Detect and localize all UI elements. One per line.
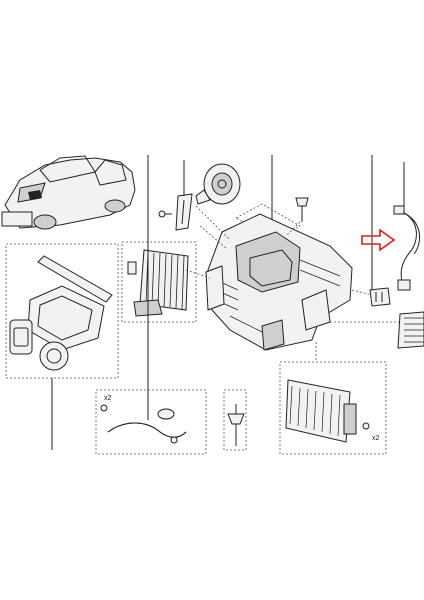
actuator-part bbox=[369, 287, 391, 307]
expansion-valve bbox=[223, 389, 247, 451]
heater-core-partial bbox=[397, 311, 424, 349]
quantity-label-pipe: x2 bbox=[104, 395, 112, 402]
clip-part bbox=[295, 197, 309, 222]
cabin-filter-group bbox=[121, 241, 197, 323]
pipe-group: x2 bbox=[95, 389, 207, 455]
quantity-label-right: x2 bbox=[372, 435, 380, 442]
blower-motor bbox=[195, 163, 241, 205]
guide-lines bbox=[185, 205, 400, 360]
radiator-group: x2 bbox=[279, 361, 387, 455]
wiring-harness bbox=[393, 205, 421, 291]
red-arrow-icon bbox=[361, 228, 396, 252]
seal-kit-group bbox=[5, 243, 119, 379]
car-illustration bbox=[1, 155, 136, 230]
screw-part bbox=[158, 210, 172, 218]
bracket-part bbox=[175, 193, 193, 231]
hvac-housing bbox=[205, 203, 353, 351]
